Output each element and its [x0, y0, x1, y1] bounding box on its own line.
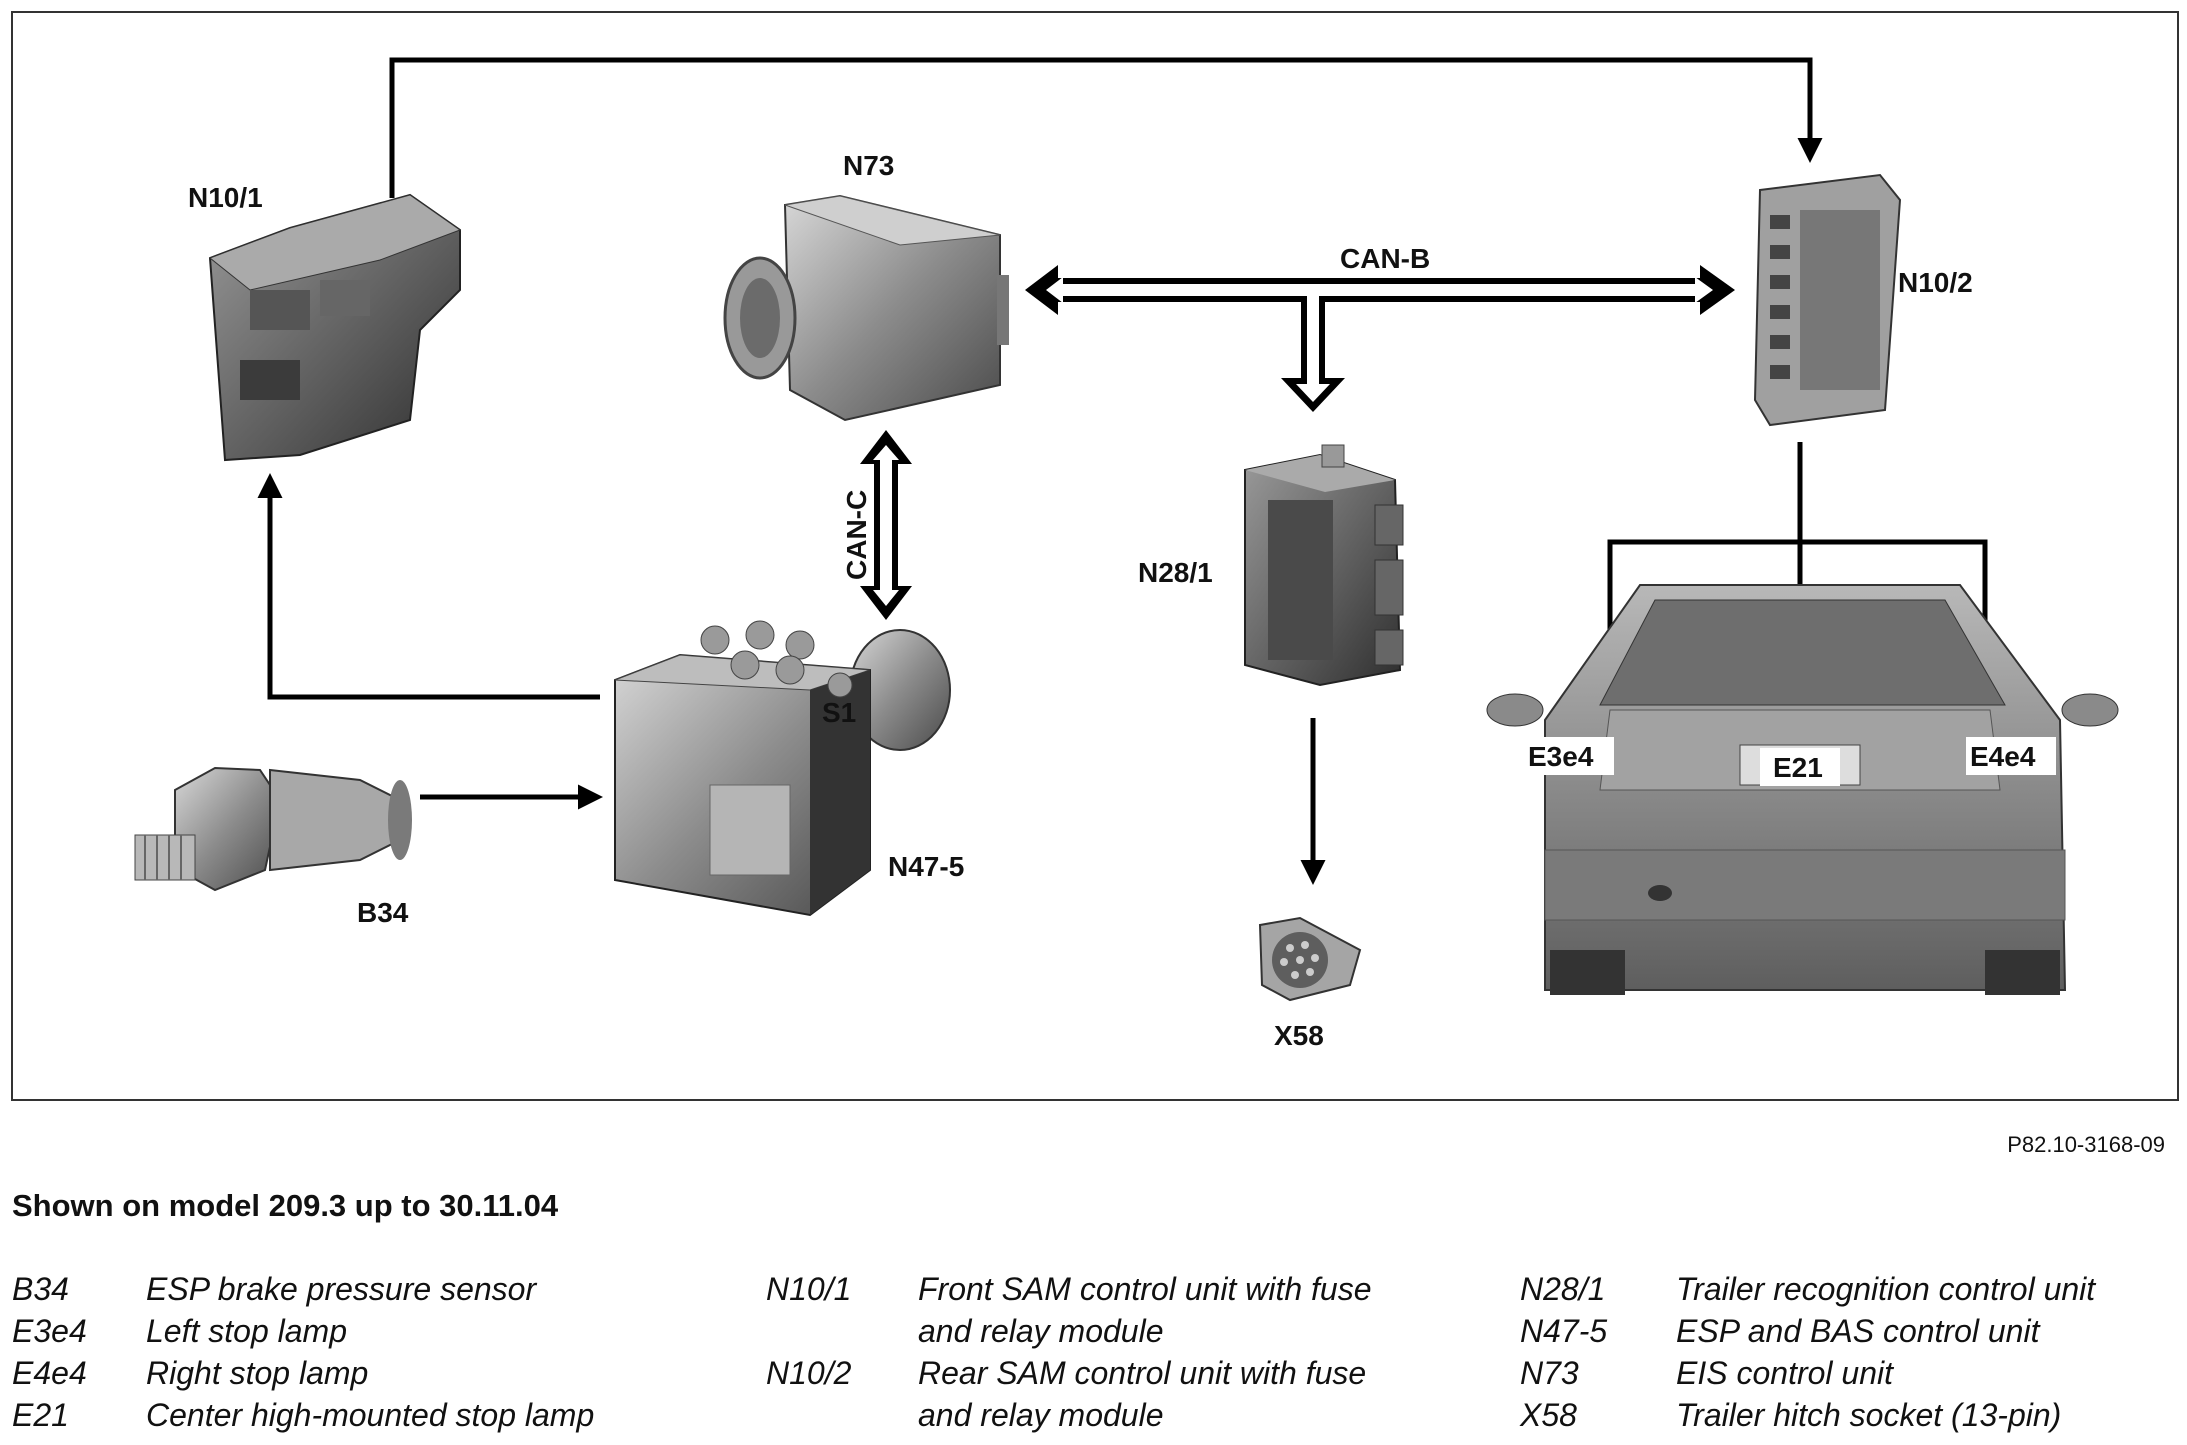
figure-reference: P82.10-3168-09: [2007, 1132, 2165, 1157]
legend-code: N10/2: [766, 1355, 852, 1391]
n73-eis-module: [723, 194, 1009, 422]
legend-row: N10/1 Front SAM control unit with fuse: [766, 1268, 1478, 1310]
legend-desc: ESP and BAS control unit: [1676, 1313, 2040, 1349]
legend-column-2: N10/1 Front SAM control unit with fuse an…: [766, 1268, 1478, 1436]
label-e4e4: E4e4: [1970, 741, 2036, 772]
label-s1: S1: [822, 697, 856, 728]
legend-desc: and relay module: [918, 1397, 1164, 1433]
legend-desc: ESP brake pressure sensor: [146, 1271, 537, 1307]
label-e3e4: E3e4: [1528, 741, 1594, 772]
legend-code: E21: [12, 1397, 69, 1433]
legend-code: E3e4: [12, 1313, 87, 1349]
legend-row: B34 ESP brake pressure sensor: [12, 1268, 746, 1310]
legend-desc: EIS control unit: [1676, 1355, 1893, 1391]
legend-code: N28/1: [1520, 1271, 1606, 1307]
legend-desc: and relay module: [918, 1313, 1164, 1349]
legend-desc: Center high-mounted stop lamp: [146, 1397, 595, 1433]
legend-code-spacer: [766, 1394, 918, 1436]
n10-1-front-sam-module: [208, 193, 462, 462]
legend-row: and relay module: [766, 1394, 1478, 1436]
x58-trailer-socket-icon: [1258, 916, 1362, 1002]
legend-row: E21 Center high-mounted stop lamp: [12, 1394, 746, 1436]
label-n73: N73: [843, 150, 894, 181]
legend-desc: Trailer recognition control unit: [1676, 1271, 2096, 1307]
legend-row: N47-5 ESP and BAS control unit: [1520, 1310, 2176, 1352]
label-can-b: CAN-B: [1340, 243, 1430, 274]
diagram-frame: [11, 11, 2179, 1101]
line-n47-5-to-n10-1: [257, 473, 600, 700]
legend-row: E4e4 Right stop lamp: [12, 1352, 746, 1394]
legend-code: N10/1: [766, 1271, 852, 1307]
can-c-bus: [860, 430, 912, 620]
label-n10-1: N10/1: [188, 182, 263, 213]
can-b-bus: [1025, 265, 1735, 412]
car-rear-view: [1486, 584, 2119, 995]
legend-desc: Rear SAM control unit with fuse: [918, 1355, 1367, 1391]
legend-code: X58: [1520, 1397, 1577, 1433]
legend-row: N73 EIS control unit: [1520, 1352, 2176, 1394]
legend-desc: Front SAM control unit with fuse: [918, 1271, 1372, 1307]
legend-code: E4e4: [12, 1355, 87, 1391]
n10-2-rear-sam-module: [1753, 173, 1902, 427]
legend-row: X58 Trailer hitch socket (13-pin): [1520, 1394, 2176, 1436]
legend-row: N10/2 Rear SAM control unit with fuse: [766, 1352, 1478, 1394]
legend-column-1: B34 ESP brake pressure sensor E3e4 Left st…: [12, 1268, 746, 1436]
legend-code-spacer: [766, 1310, 918, 1352]
legend-desc: Trailer hitch socket (13-pin): [1676, 1397, 2062, 1433]
label-n28-1: N28/1: [1138, 557, 1213, 588]
label-e21: E21: [1773, 752, 1823, 783]
legend-code: N73: [1520, 1355, 1579, 1391]
legend-code: N47-5: [1520, 1313, 1608, 1349]
n28-1-trailer-module: [1244, 444, 1404, 687]
line-n10-1-to-n10-2: [389, 57, 1823, 198]
legend-desc: Left stop lamp: [146, 1313, 347, 1349]
legend-column-3: N28/1 Trailer recognition control unit N4…: [1520, 1268, 2176, 1436]
label-b34: B34: [357, 897, 409, 928]
legend-row: E3e4 Left stop lamp: [12, 1310, 746, 1352]
legend-row: and relay module: [766, 1310, 1478, 1352]
legend-row: N28/1 Trailer recognition control unit: [1520, 1268, 2176, 1310]
b34-pressure-sensor: [134, 766, 412, 892]
n47-5-esp-unit: [614, 620, 951, 917]
label-n47-5: N47-5: [888, 851, 964, 882]
wiring-diagram: N10/1 N73 CAN-B N10/2 CAN-C N28/1 S1 N47…: [11, 11, 2179, 1101]
caption: Shown on model 209.3 up to 30.11.04: [12, 1188, 559, 1223]
legend-desc: Right stop lamp: [146, 1355, 369, 1391]
label-can-c: CAN-C: [841, 490, 872, 580]
label-x58: X58: [1274, 1020, 1324, 1051]
label-n10-2: N10/2: [1898, 267, 1973, 298]
legend-code: B34: [12, 1271, 69, 1307]
